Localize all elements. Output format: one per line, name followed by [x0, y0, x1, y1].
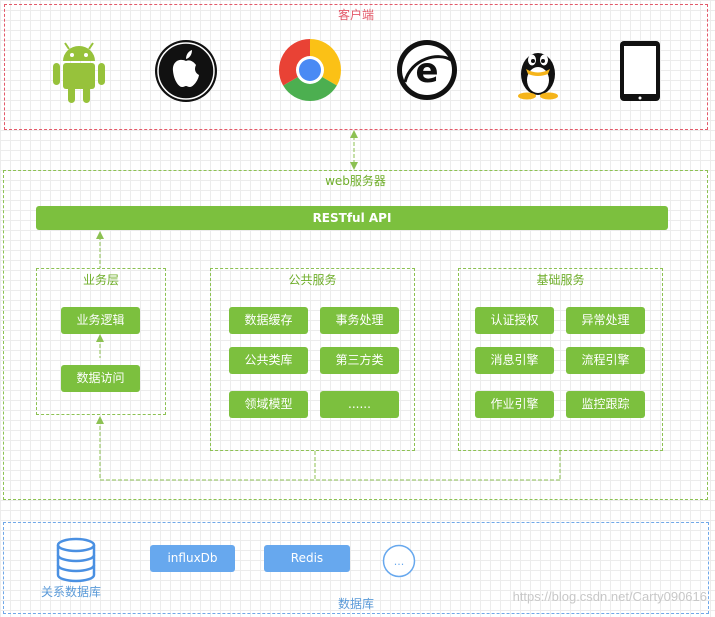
public-service-title: 公共服务	[288, 273, 337, 287]
business-logic-box: 业务逻辑	[61, 307, 140, 334]
third-party-box: 第三方类	[320, 347, 399, 374]
data-access-box: 数据访问	[61, 365, 140, 392]
tablet-icon	[620, 41, 660, 101]
apple-icon	[155, 40, 217, 102]
watermark: https://blog.csdn.net/Carty090616	[512, 589, 707, 604]
workflow-engine-box: 流程引擎	[566, 347, 645, 374]
business-layer-group: 业务层	[36, 268, 166, 415]
database-icon	[56, 537, 96, 583]
qq-icon	[518, 53, 558, 100]
transaction-box: 事务处理	[320, 307, 399, 334]
client-section: 客户端	[4, 4, 708, 130]
more-db-text: ...	[394, 555, 405, 568]
business-layer-title: 业务层	[82, 273, 119, 287]
database-section: 数据库	[3, 522, 709, 614]
chrome-icon	[278, 39, 342, 102]
relational-db-label: 关系数据库	[41, 585, 102, 599]
data-cache-box: 数据缓存	[229, 307, 308, 334]
auth-box: 认证授权	[475, 307, 554, 334]
message-engine-box: 消息引擎	[475, 347, 554, 374]
web-server-section: web服务器	[3, 170, 708, 500]
exception-box: 异常处理	[566, 307, 645, 334]
influxdb-box: influxDb	[150, 545, 235, 572]
ie-icon: e	[397, 40, 457, 100]
database-title: 数据库	[337, 597, 374, 611]
restful-api-bar: RESTful API	[36, 206, 668, 230]
job-engine-box: 作业引擎	[475, 391, 554, 418]
redis-box: Redis	[264, 545, 350, 572]
common-library-box: 公共类库	[229, 347, 308, 374]
public-service-group: 公共服务	[210, 268, 415, 451]
more-public-box: ......	[320, 391, 399, 418]
client-title: 客户端	[337, 8, 374, 22]
base-service-group: 基础服务	[458, 268, 663, 451]
more-db-icon: ...	[382, 544, 416, 578]
monitor-box: 监控跟踪	[566, 391, 645, 418]
base-service-title: 基础服务	[536, 273, 585, 287]
domain-model-box: 领域模型	[229, 391, 308, 418]
android-icon	[53, 42, 105, 103]
web-server-title: web服务器	[325, 174, 386, 188]
